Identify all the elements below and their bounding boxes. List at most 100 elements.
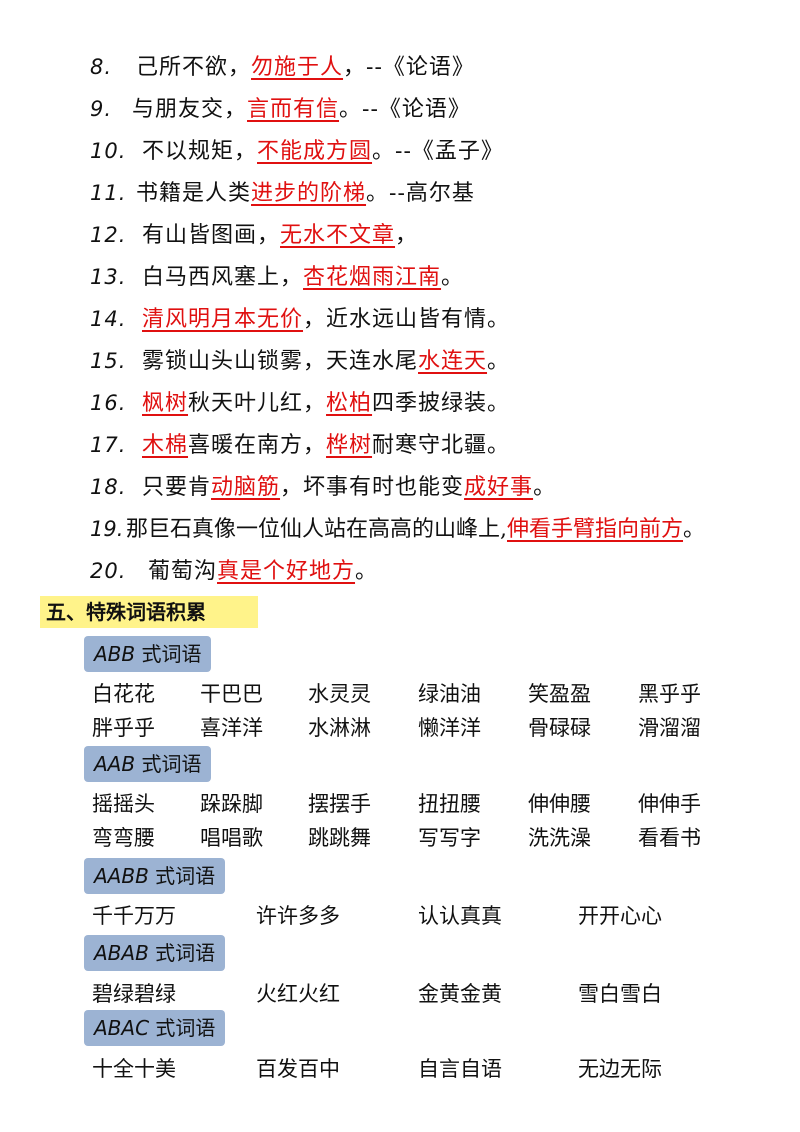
group-label-aabb: AABB 式词语 bbox=[84, 858, 226, 894]
group-label-abac: ABAC 式词语 bbox=[84, 1010, 226, 1046]
quote-item: 12. 有山皆图画，无水不文章， bbox=[90, 215, 418, 255]
quote-text: 有山皆图画， bbox=[142, 223, 281, 248]
group-label-pattern: AAB bbox=[94, 752, 136, 776]
word-item: 跳跳舞 bbox=[308, 826, 371, 850]
word-item: 胖乎乎 bbox=[92, 716, 155, 740]
quote-item: 20. 葡萄沟真是个好地方。 bbox=[90, 551, 378, 591]
quote-item: 8. 己所不欲，勿施于人，--《论语》 bbox=[90, 47, 475, 87]
quote-text: 。--高尔基 bbox=[366, 181, 475, 206]
quote-item: 19.那巨石真像一位仙人站在高高的山峰上,伸看手臂指向前方。 bbox=[90, 509, 705, 549]
quote-item: 9. 与朋友交，言而有信。--《论语》 bbox=[90, 89, 471, 129]
word-item: 看看书 bbox=[638, 826, 701, 850]
quote-number: 20. bbox=[90, 559, 127, 583]
quote-answer: 桦树 bbox=[326, 433, 373, 458]
quote-number: 8. bbox=[90, 55, 113, 79]
quote-text: 书籍是人类 bbox=[136, 181, 252, 206]
word-item: 金黄金黄 bbox=[418, 982, 502, 1006]
quote-text: 雾锁山头山锁雾，天连水尾 bbox=[142, 349, 419, 374]
group-label-pattern: ABB bbox=[94, 642, 136, 666]
group-label-abab: ABAB 式词语 bbox=[84, 935, 226, 971]
quote-text: 。--《孟子》 bbox=[372, 139, 504, 164]
quote-answer: 勿施于人 bbox=[251, 55, 344, 80]
quote-text: 。--《论语》 bbox=[339, 97, 471, 122]
group-label-suffix: 式词语 bbox=[135, 752, 202, 776]
word-item: 绿油油 bbox=[418, 682, 481, 706]
section-title: 五、特殊词语积累 bbox=[40, 596, 258, 628]
quote-number: 12. bbox=[90, 223, 127, 247]
quote-item: 13. 白马西风塞上，杏花烟雨江南。 bbox=[90, 257, 464, 297]
word-item: 跺跺脚 bbox=[200, 792, 263, 816]
quote-text: ，近水远山皆有情。 bbox=[303, 307, 511, 332]
word-item: 弯弯腰 bbox=[92, 826, 155, 850]
group-label-abb: ABB 式词语 bbox=[84, 636, 212, 672]
quote-answer: 木棉 bbox=[142, 433, 189, 458]
quote-answer: 杏花烟雨江南 bbox=[303, 265, 442, 290]
word-item: 水灵灵 bbox=[308, 682, 371, 706]
quote-text: ， bbox=[395, 223, 419, 248]
group-label-aab: AAB 式词语 bbox=[84, 746, 212, 782]
group-label-pattern: ABAC bbox=[94, 1016, 150, 1040]
quote-item: 14. 清风明月本无价，近水远山皆有情。 bbox=[90, 299, 510, 339]
quote-text: 。 bbox=[441, 265, 465, 290]
word-item: 白花花 bbox=[92, 682, 155, 706]
quote-item: 16. 枫树秋天叶儿红，松柏四季披绿装。 bbox=[90, 383, 510, 423]
quote-item: 17. 木棉喜暖在南方，桦树耐寒守北疆。 bbox=[90, 425, 510, 465]
quote-answer: 无水不文章 bbox=[280, 223, 396, 248]
word-item: 伸伸手 bbox=[638, 792, 701, 816]
quote-text: 。 bbox=[683, 517, 706, 542]
quote-item: 11. 书籍是人类进步的阶梯。--高尔基 bbox=[90, 173, 475, 213]
word-item: 摇摇头 bbox=[92, 792, 155, 816]
word-item: 唱唱歌 bbox=[200, 826, 263, 850]
quote-text: 与朋友交， bbox=[132, 97, 248, 122]
word-item: 扭扭腰 bbox=[418, 792, 481, 816]
quote-answer: 成好事 bbox=[464, 475, 534, 500]
word-item: 自言自语 bbox=[418, 1057, 502, 1081]
quote-answer: 言而有信 bbox=[247, 97, 340, 122]
group-label-pattern: ABAB bbox=[94, 941, 149, 965]
quote-answer: 枫树 bbox=[142, 391, 189, 416]
quote-number: 16. bbox=[90, 391, 127, 415]
quote-answer: 动脑筋 bbox=[211, 475, 281, 500]
word-item: 伸伸腰 bbox=[528, 792, 591, 816]
quote-answer: 真是个好地方 bbox=[217, 559, 356, 584]
quote-answer: 不能成方圆 bbox=[257, 139, 373, 164]
quote-number: 10. bbox=[90, 139, 127, 163]
quote-answer: 水连天 bbox=[418, 349, 488, 374]
quote-answer: 伸看手臂指向前方 bbox=[507, 517, 684, 542]
quote-text: 。 bbox=[355, 559, 379, 584]
quote-text: 耐寒守北疆。 bbox=[372, 433, 511, 458]
group-label-suffix: 式词语 bbox=[149, 1016, 216, 1040]
word-item: 喜洋洋 bbox=[200, 716, 263, 740]
quote-text: 喜暖在南方， bbox=[188, 433, 327, 458]
word-item: 火红火红 bbox=[256, 982, 340, 1006]
word-item: 水淋淋 bbox=[308, 716, 371, 740]
word-item: 开开心心 bbox=[578, 904, 662, 928]
word-item: 摆摆手 bbox=[308, 792, 371, 816]
quote-number: 13. bbox=[90, 265, 127, 289]
quote-text: ，坏事有时也能变 bbox=[280, 475, 465, 500]
quote-item: 15. 雾锁山头山锁雾，天连水尾水连天。 bbox=[90, 341, 510, 381]
word-item: 干巴巴 bbox=[200, 682, 263, 706]
quote-number: 11. bbox=[90, 181, 127, 205]
group-label-suffix: 式词语 bbox=[135, 642, 202, 666]
word-item: 滑溜溜 bbox=[638, 716, 701, 740]
quote-text: 那巨石真像一位仙人站在高高的山峰上, bbox=[126, 517, 507, 542]
quote-text: 白马西风塞上， bbox=[142, 265, 304, 290]
word-item: 千千万万 bbox=[92, 904, 176, 928]
quote-text: 。 bbox=[533, 475, 557, 500]
word-item: 无边无际 bbox=[578, 1057, 662, 1081]
word-item: 碧绿碧绿 bbox=[92, 982, 176, 1006]
quote-number: 17. bbox=[90, 433, 127, 457]
quote-item: 10. 不以规矩，不能成方圆。--《孟子》 bbox=[90, 131, 504, 171]
quote-answer: 清风明月本无价 bbox=[142, 307, 304, 332]
word-item: 十全十美 bbox=[92, 1057, 176, 1081]
word-item: 百发百中 bbox=[256, 1057, 340, 1081]
word-item: 骨碌碌 bbox=[528, 716, 591, 740]
quote-number: 15. bbox=[90, 349, 127, 373]
quote-text: 秋天叶儿红， bbox=[188, 391, 327, 416]
quote-text: 四季披绿装。 bbox=[372, 391, 511, 416]
quote-text: ，--《论语》 bbox=[343, 55, 475, 80]
quote-number: 18. bbox=[90, 475, 127, 499]
quote-text: 己所不欲， bbox=[136, 55, 252, 80]
word-item: 洗洗澡 bbox=[528, 826, 591, 850]
